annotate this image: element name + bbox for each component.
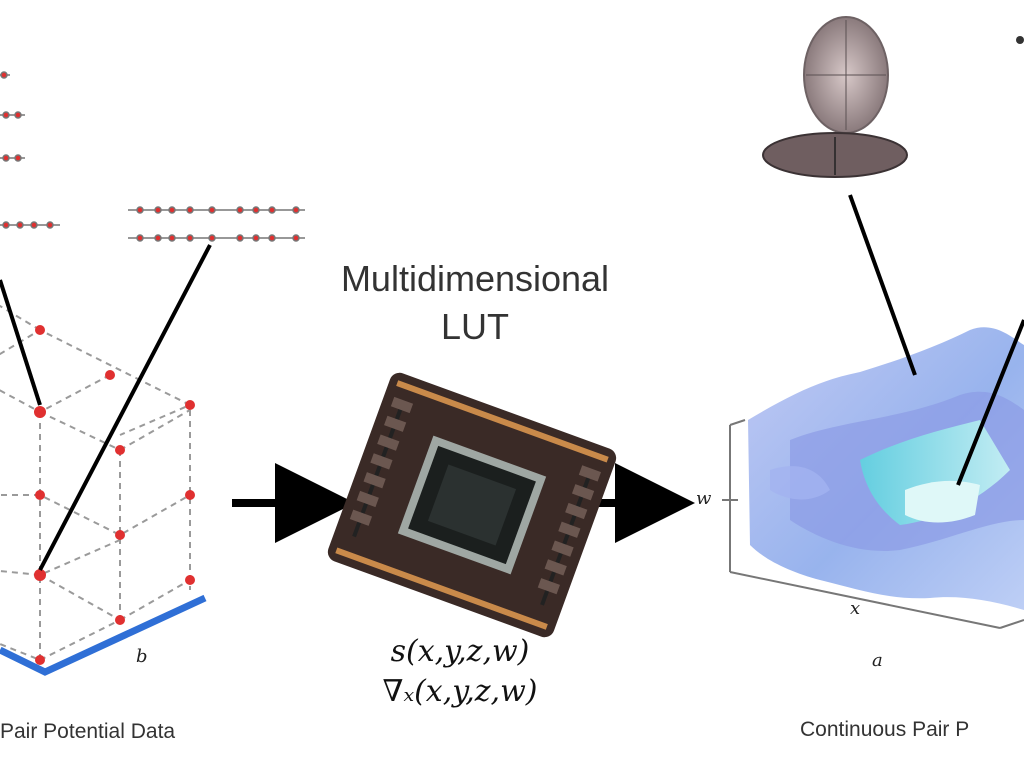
right-panel-caption: Continuous Pair P xyxy=(800,718,970,741)
molecule-chains xyxy=(0,71,305,242)
left-axis-label: b xyxy=(136,646,148,667)
particle-disc-flat-icon xyxy=(762,132,908,178)
lattice-grid xyxy=(0,244,212,676)
pointer-line-2 xyxy=(38,244,212,571)
molecule-chain-icon xyxy=(0,71,60,229)
lattice-nodes xyxy=(34,325,195,665)
lut-title-line1: Multidimensional xyxy=(340,258,610,299)
gpu-chip-icon xyxy=(327,372,617,638)
particle-disc-icon xyxy=(803,16,889,134)
right-axis-label-x: x xyxy=(850,598,861,619)
left-panel-caption: Pair Potential Data xyxy=(0,720,176,743)
lut-formula: s(x,y,z,w) ∇ₓ(x,y,z,w) xyxy=(330,632,590,712)
formula-line1: s(x,y,z,w) xyxy=(390,634,530,669)
lut-title: Multidimensional LUT xyxy=(300,255,650,351)
formula-line2: ∇ₓ(x,y,z,w) xyxy=(382,674,538,709)
molecule-chain-icon xyxy=(128,206,305,242)
lut-title-line2: LUT xyxy=(440,306,509,347)
potential-surface xyxy=(748,327,1024,610)
right-axis-label-a: a xyxy=(872,650,883,671)
axes-box xyxy=(722,419,1024,629)
pointer-line-4 xyxy=(956,319,1024,486)
right-axis-label-w: w xyxy=(696,488,712,509)
small-dot-icon xyxy=(1016,36,1024,44)
pointer-line-3 xyxy=(848,194,917,376)
pointer-line-1 xyxy=(0,279,42,406)
axis-blue-line xyxy=(0,594,207,676)
